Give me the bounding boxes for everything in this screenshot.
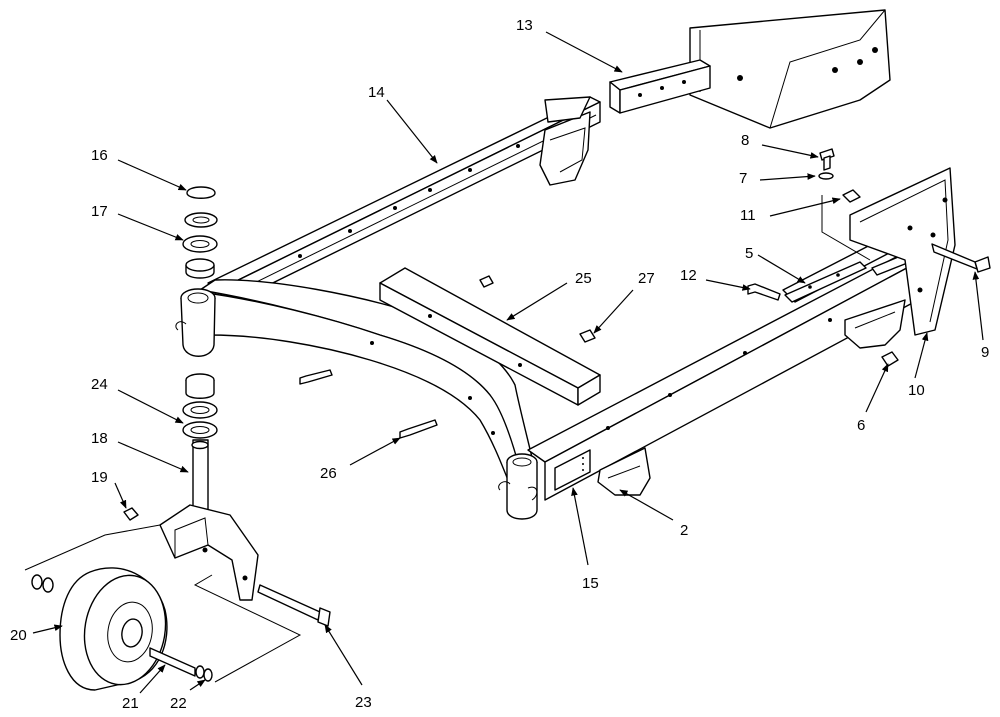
callout-5: 5 (745, 245, 753, 262)
nut-19 (123, 507, 139, 521)
main-frame (199, 239, 921, 520)
caster-fork-18 (159, 373, 259, 601)
callout-21: 21 (122, 695, 139, 712)
callout-12: 12 (680, 267, 697, 284)
callout-13: 13 (516, 17, 533, 34)
callout-labels: 13 14 16 17 8 7 11 5 12 25 27 9 24 18 10… (10, 17, 989, 712)
callout-19: 19 (91, 469, 108, 486)
wheel-20 (31, 567, 168, 691)
callout-7: 7 (739, 170, 747, 187)
strap-5 (784, 261, 867, 303)
construction-lines (24, 195, 871, 683)
callout-20: 20 (10, 627, 27, 644)
callout-16: 16 (91, 147, 108, 164)
callout-10: 10 (908, 382, 925, 399)
cross-bar-25 (379, 267, 601, 406)
callout-18: 18 (91, 430, 108, 447)
leader-lines (32, 31, 984, 694)
callout-22: 22 (170, 695, 187, 712)
callout-27: 27 (638, 270, 655, 287)
callout-26: 26 (320, 465, 337, 482)
callout-15: 15 (582, 575, 599, 592)
axle-set (149, 584, 331, 682)
callout-9: 9 (981, 344, 989, 361)
callout-14: 14 (368, 84, 385, 101)
callout-6: 6 (857, 417, 865, 434)
callout-23: 23 (355, 694, 372, 711)
caster-pivot-tube (175, 288, 216, 357)
side-rail-14 (207, 96, 601, 306)
callout-11: 11 (740, 207, 756, 224)
mount-bracket-13 (609, 9, 891, 129)
callout-8: 8 (741, 132, 749, 149)
bearing-stack-upper (182, 186, 218, 279)
callout-17: 17 (91, 203, 108, 220)
callout-2: 2 (680, 522, 688, 539)
callout-24: 24 (91, 376, 108, 393)
callout-25: 25 (575, 270, 592, 287)
